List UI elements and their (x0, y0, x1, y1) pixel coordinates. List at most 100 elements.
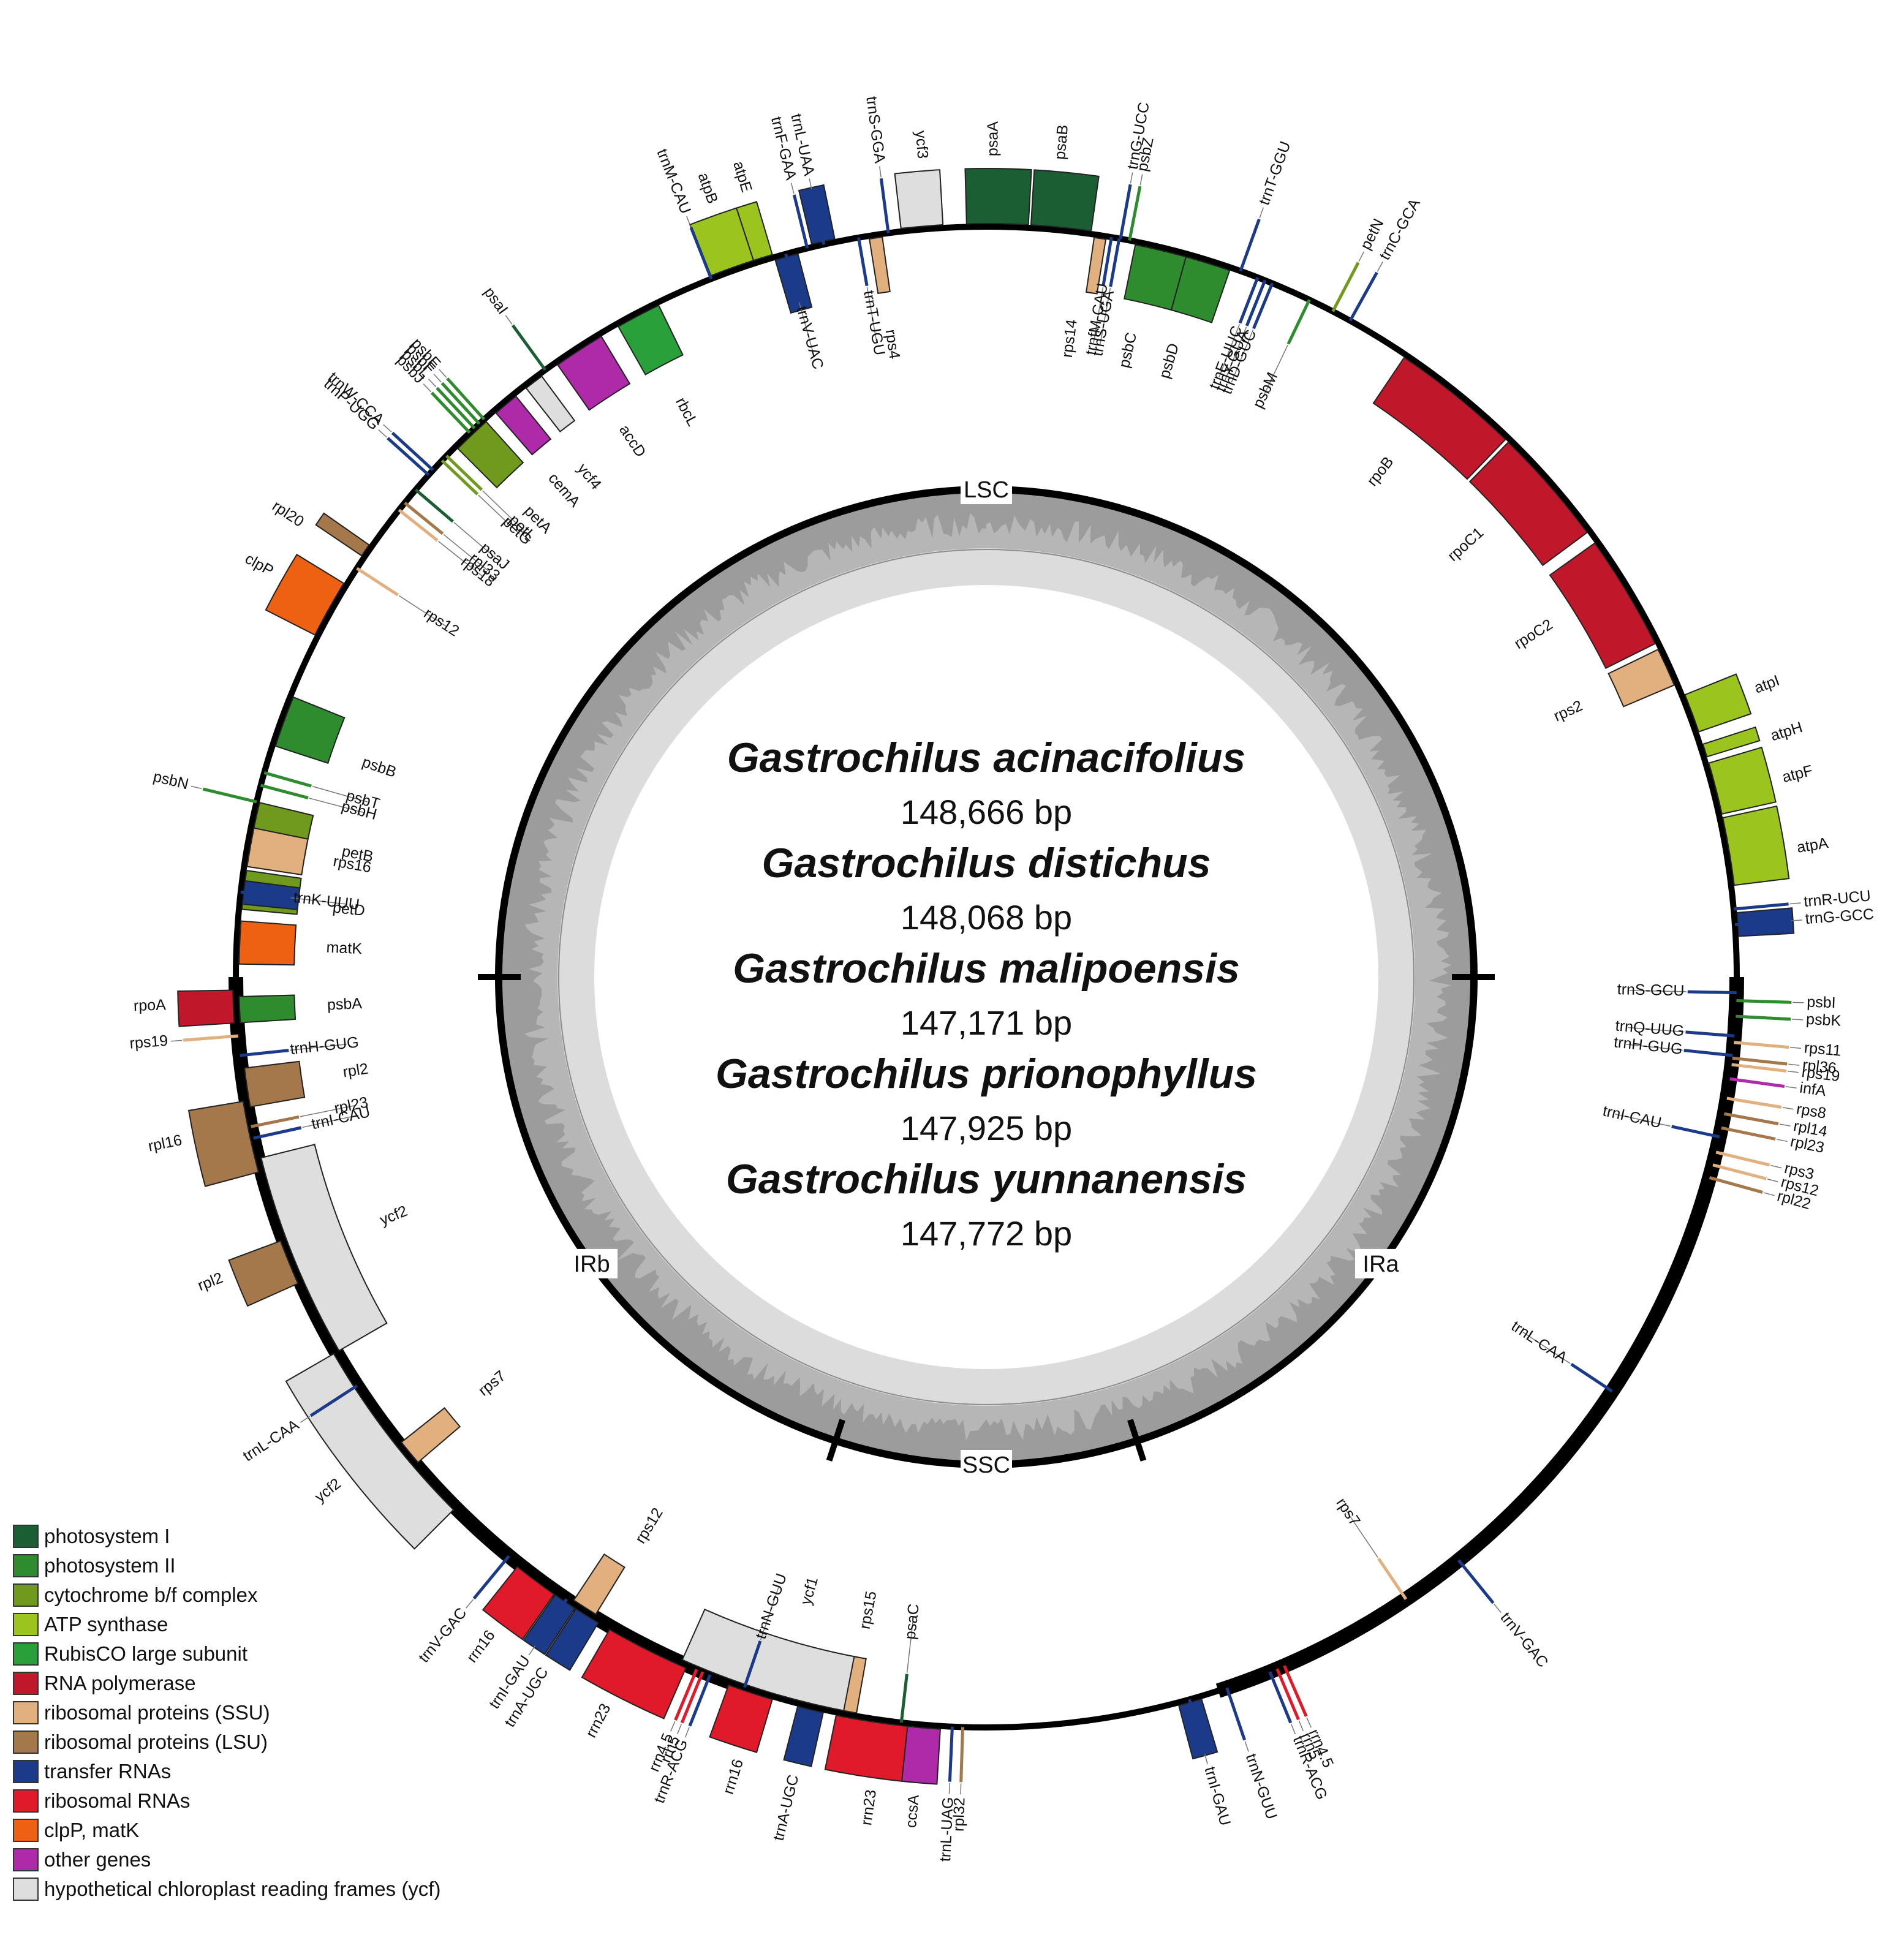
gene-label: ycf4 (574, 460, 605, 493)
gene-block (1549, 542, 1657, 670)
label-leader (1244, 1741, 1249, 1752)
gene-label: rps14 (1059, 319, 1081, 359)
gene-block (1085, 236, 1107, 295)
region-label-ira: IRa (1354, 1248, 1407, 1278)
gene-tick (674, 1669, 698, 1721)
gene-tick (1283, 1665, 1308, 1717)
gene-tick (1128, 186, 1142, 241)
gene-tick (689, 227, 713, 280)
label-leader (1785, 1085, 1797, 1089)
gene-tick (742, 1640, 762, 1688)
gene-block (274, 696, 346, 764)
legend-swatch (13, 1731, 39, 1754)
label-leader (443, 534, 488, 571)
gene-tick (1715, 1150, 1770, 1167)
label-leader (1782, 1107, 1794, 1110)
gene-block (901, 1726, 941, 1785)
legend-label: clpP, matK (44, 1819, 139, 1841)
legend-item: ATP synthase (13, 1613, 168, 1636)
label-leader (438, 540, 483, 577)
gene-tick (431, 391, 471, 434)
gene-label: atpI (1752, 672, 1782, 697)
legend-item: photosystem I (13, 1525, 170, 1548)
gene-tick (810, 190, 826, 245)
label-leader (1139, 174, 1143, 186)
gene-label: trnA-UGC (770, 1773, 803, 1842)
label-leader (528, 1645, 536, 1656)
legend-item: RNA polymerase (13, 1672, 196, 1695)
legend-swatch (13, 1878, 39, 1901)
legend-item: hypothetical chloroplast reading frames … (13, 1878, 440, 1901)
gene-label: atpE (730, 159, 755, 194)
region-label-bg (961, 475, 1012, 504)
gene-tick (1457, 1559, 1495, 1604)
gene-label: trnS-GGA (863, 96, 888, 165)
gene-label: atpA (1796, 834, 1829, 856)
gene-label: psbM (1250, 370, 1282, 411)
gene-tick (1709, 1176, 1763, 1194)
gene-block (238, 994, 297, 1024)
gene-tick (1736, 1014, 1791, 1021)
gene-label: psaA (984, 121, 1001, 157)
legend-item: clpP, matK (13, 1819, 139, 1842)
region-label-text: LSC (964, 477, 1009, 503)
label-leader (1789, 1047, 1801, 1049)
label-leader (1231, 329, 1254, 383)
gene-label: petD (332, 899, 366, 919)
gene-label: rps11 (1804, 1039, 1842, 1059)
gene-label: rpl20 (269, 497, 307, 530)
gene-block (843, 1656, 867, 1714)
label-leader (879, 166, 882, 178)
gene-tick (959, 1727, 965, 1783)
gene-label: trnL-UAG (937, 1797, 957, 1862)
gene-tick (1687, 990, 1737, 995)
gene-tick (1119, 184, 1132, 240)
label-leader (423, 383, 431, 393)
label-leader (398, 595, 447, 627)
species-name: Gastrochilus acinacifolius (727, 734, 1245, 781)
label-leader (1377, 262, 1383, 272)
gene-label: ycf1 (797, 1575, 822, 1607)
gene-tick (680, 1671, 705, 1724)
region-boundary-tick (1127, 1419, 1147, 1462)
gene-block (894, 169, 944, 230)
gene-tick (1275, 1668, 1300, 1721)
gene-block (456, 420, 524, 489)
gene-block (265, 553, 345, 636)
label-leader (1130, 172, 1133, 184)
label-leader (302, 1114, 358, 1128)
legend-label: ATP synthase (44, 1613, 168, 1636)
gene-block (228, 1240, 299, 1307)
gene-block (1030, 169, 1100, 232)
gene-tick (391, 431, 434, 472)
gene-tick (445, 455, 483, 491)
label-leader (1614, 1113, 1671, 1127)
gene-block (177, 989, 235, 1027)
gene-block (495, 395, 552, 456)
region-label-bg (566, 1248, 618, 1278)
gene-tick (472, 1555, 510, 1600)
label-leader (1776, 1139, 1788, 1142)
region-label-text: IRb (573, 1251, 610, 1277)
label-leader (809, 178, 812, 190)
species-name: Gastrochilus malipoensis (733, 945, 1240, 992)
gene-label: atpF (1780, 762, 1814, 786)
gene-block (1372, 357, 1506, 480)
label-leader (1259, 207, 1264, 219)
gene-block (246, 827, 309, 876)
gene-tick (414, 488, 454, 523)
label-leader (312, 786, 368, 802)
label-leader (684, 1727, 690, 1738)
label-leader (906, 1616, 914, 1673)
gene-tick (1734, 919, 1790, 927)
label-leader (1290, 1724, 1296, 1735)
gene-block (1684, 673, 1752, 733)
genome-size: 147,171 bp (901, 1003, 1072, 1042)
gene-tick (512, 324, 546, 371)
genome-size: 148,666 bp (901, 793, 1072, 831)
label-leader (290, 1044, 347, 1051)
gene-label: trnN-GUU (752, 1571, 790, 1641)
legend-item: transfer RNAs (13, 1760, 171, 1783)
label-leader (760, 1585, 780, 1640)
gene-tick (857, 237, 869, 287)
